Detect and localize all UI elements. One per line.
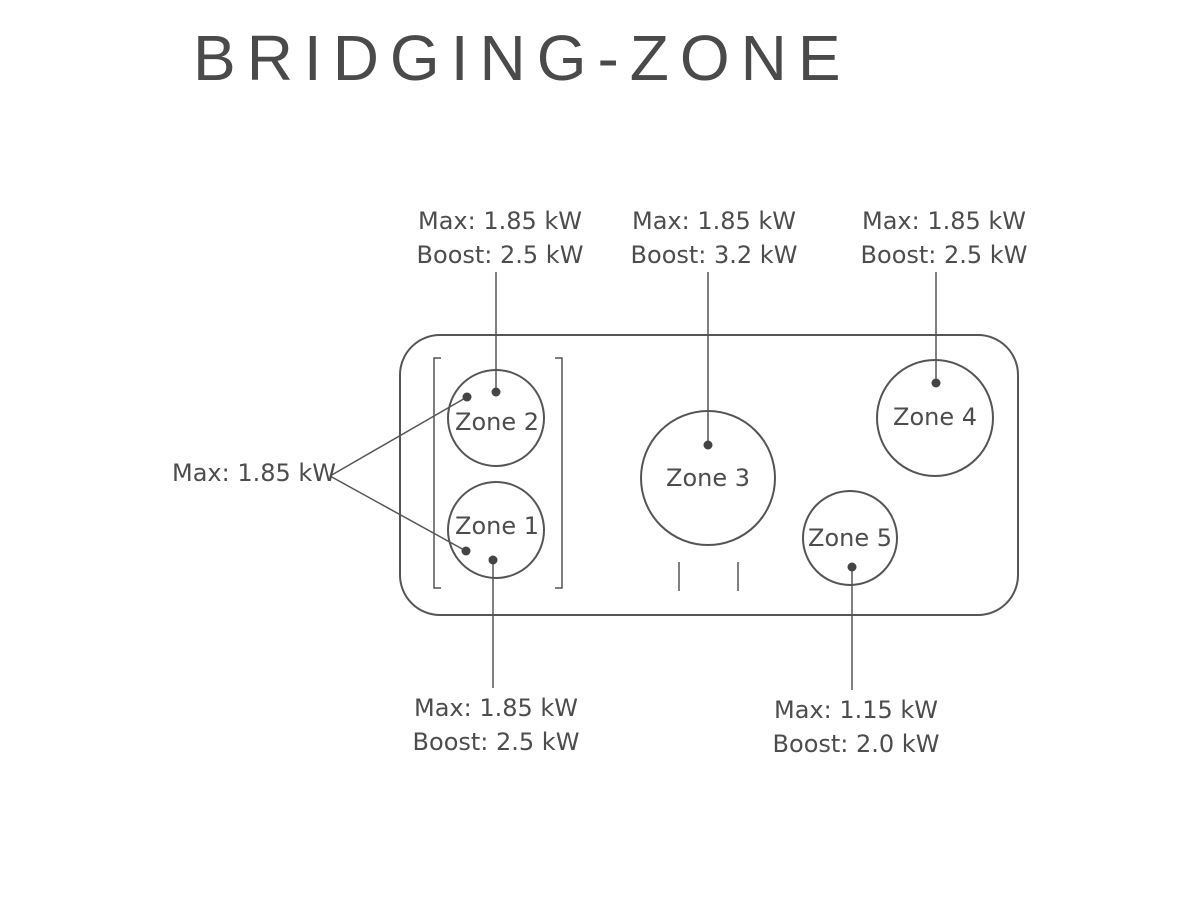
zone-1-boost-label: Boost: 2.5 kW (413, 728, 580, 756)
zone-3-label: Zone 3 (666, 464, 750, 492)
zone-2-label: Zone 2 (455, 408, 539, 436)
cooktop-outline (399, 334, 1019, 616)
zone-1-circle (447, 481, 545, 579)
zone-1-max-label: Max: 1.85 kW (414, 694, 578, 722)
zone-2-boost-label: Boost: 2.5 kW (417, 241, 584, 269)
zone-4-label: Zone 4 (893, 403, 977, 431)
zone-2-dot (491, 387, 501, 397)
bridge-leader-upper (329, 396, 468, 477)
zone-1-label: Zone 1 (455, 512, 539, 540)
zone-5-boost-label: Boost: 2.0 kW (773, 730, 940, 758)
zone-2-max-label: Max: 1.85 kW (418, 207, 582, 235)
zone-5-label: Zone 5 (808, 524, 892, 552)
zone-5-dot (847, 562, 857, 572)
zone-3-max-label: Max: 1.85 kW (632, 207, 796, 235)
zone-1-bridge-dot (461, 546, 471, 556)
bridge-bracket-left (433, 357, 441, 589)
zone-1-dot (488, 555, 498, 565)
zone-4-dot (931, 378, 941, 388)
zone-2-bridge-dot (462, 392, 472, 402)
zone-4-max-label: Max: 1.85 kW (862, 207, 1026, 235)
zone-4-circle (876, 359, 994, 477)
bridge-max-label: Max: 1.85 kW (172, 459, 336, 487)
page-title: BRIDGING-ZONE (193, 22, 852, 94)
zone-4-boost-label: Boost: 2.5 kW (861, 241, 1028, 269)
zone-3-boost-label: Boost: 3.2 kW (631, 241, 798, 269)
bridge-leader-lower (329, 475, 467, 552)
zone-5-circle (802, 490, 898, 586)
bridge-bracket-right (555, 357, 563, 589)
zone-3-dot (703, 440, 713, 450)
zone-5-max-label: Max: 1.15 kW (774, 696, 938, 724)
